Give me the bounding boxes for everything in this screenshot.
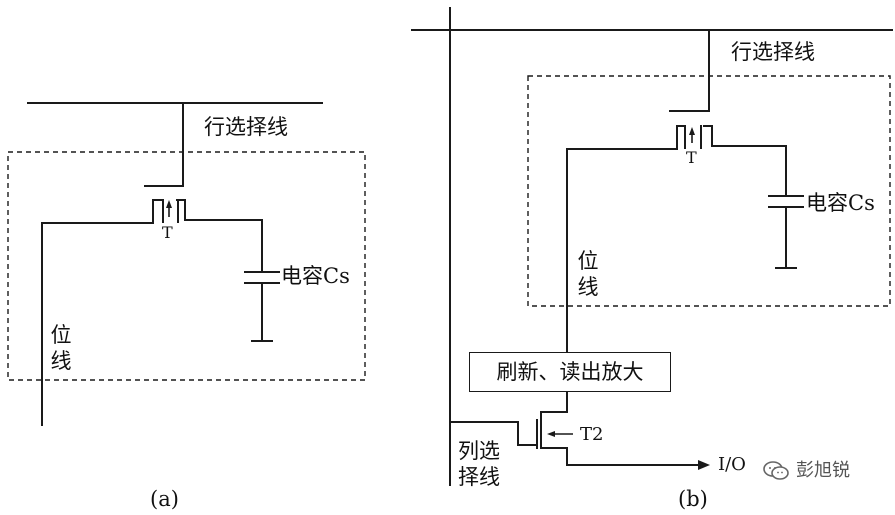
panel-b-drain-wire <box>703 125 787 195</box>
panel-a-circuit <box>7 102 366 426</box>
panel-a-drain-wire <box>176 199 263 271</box>
panel-a-transistor-label: T <box>162 223 173 242</box>
panel-a-cell-boundary <box>7 151 366 381</box>
watermark: 彭旭锐 <box>762 460 850 482</box>
panel-b-row-select-label: 行选择线 <box>731 40 815 64</box>
panel-b-io-arrowhead <box>698 460 710 470</box>
panel-a-capacitor-label: 电容Cs <box>281 264 350 288</box>
panel-a-bit-line-label: 位线 <box>50 323 72 374</box>
panel-a-bit-line-wire <box>41 199 162 426</box>
panel-a-caption: (a) <box>150 487 179 511</box>
panel-b-t2-label: T2 <box>580 424 604 445</box>
panel-b-amplifier-box: 刷新、读出放大 <box>469 352 671 392</box>
panel-b-capacitor-label: 电容Cs <box>806 191 875 215</box>
panel-b-arrowhead <box>689 127 695 135</box>
panel-b-transistor-label: T <box>686 148 697 167</box>
panel-b-amplifier-label: 刷新、读出放大 <box>496 359 644 384</box>
panel-b-caption: (b) <box>678 487 708 511</box>
panel-b-amp-to-t2 <box>540 389 568 421</box>
panel-b-column-select-label: 列选择线 <box>458 439 500 490</box>
wechat-icon <box>763 461 789 480</box>
watermark-text: 彭旭锐 <box>796 460 850 481</box>
panel-a-arrowhead <box>166 200 172 208</box>
panel-b-io-label: I/O <box>718 454 746 475</box>
panel-b-circuit <box>411 7 893 486</box>
panel-a-row-select-label: 行选择线 <box>204 115 288 139</box>
panel-b-bit-line-label: 位线 <box>577 249 599 300</box>
panel-b-t2-output <box>540 447 701 466</box>
panel-b-t2-arrowhead <box>547 431 555 437</box>
panel-b-bit-line-wire <box>566 125 684 353</box>
